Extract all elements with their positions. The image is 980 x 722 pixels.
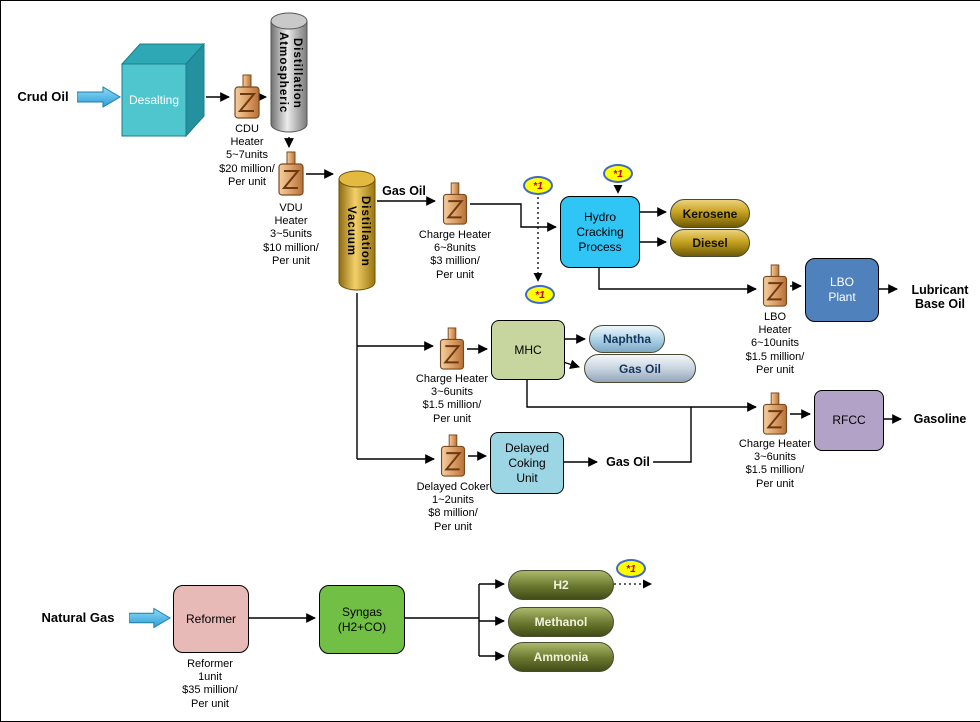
h2-product-pill: H2 [508,570,614,600]
delayed-coking-unit: Delayed Coking Unit [490,432,564,494]
desalting-unit: Desalting [128,93,180,107]
note-badge-3: *1 [525,285,555,304]
charge-heater-hydrocracker-caption: Charge Heater 6~8units $3 million/ Per u… [418,229,492,281]
cdu-heater-icon [232,73,262,121]
charge-heater-mhc-caption: Charge Heater 3~6units $1.5 million/ Per… [415,373,489,425]
atmospheric-distillation-column-icon [270,12,308,133]
gas-oil-product-pill: Gas Oil [584,354,696,383]
charge-heater-rfcc-caption: Charge Heater 3~6units $1.5 million/ Per… [738,438,812,490]
delayed-coker-heater-icon [438,434,468,478]
reformer-unit: Reformer [173,585,249,653]
note-badge-4: *1 [616,559,646,578]
atmospheric-distillation-label: Atmospheric Distillation [277,32,303,114]
diesel-product-pill: Diesel [670,229,750,257]
vdu-heater-caption: VDU Heater 3~5units $10 million/ Per uni… [263,202,319,267]
gasoline-label: Gasoline [913,412,967,426]
reformer-caption: Reformer 1unit $35 million/ Per unit [182,658,238,710]
vdu-heater-icon [276,150,306,198]
ammonia-product-pill: Ammonia [508,642,614,672]
methanol-product-pill: Methanol [508,607,614,637]
gas-oil-feed-label: Gas Oil [382,184,426,198]
charge-heater-hydrocracker-icon [440,182,470,226]
delayed-coker-caption: Delayed Coker 1~2units $8 million/ Per u… [416,481,490,533]
crude-feed-arrow-icon [77,86,121,108]
kerosene-product-pill: Kerosene [670,199,750,228]
lubricant-base-oil-label: Lubricant Base Oil [911,283,969,311]
desalting-cube-icon [121,43,205,137]
charge-heater-mhc-icon [437,327,467,371]
hydro-cracking-unit: Hydro Cracking Process [560,196,640,268]
note-badge-1: *1 [523,176,553,195]
lbo-heater-caption: LBO Heater 6~10units $1.5 million/ Per u… [745,311,805,376]
charge-heater-rfcc-icon [760,392,790,436]
crude-oil-label: Crud Oil [17,89,69,104]
vacuum-distillation-unit: Vacuum Distillation [337,171,377,291]
rfcc-unit: RFCC [814,390,884,451]
naphtha-product-pill: Naphtha [589,325,665,353]
syngas-unit: Syngas (H2+CO) [319,585,405,654]
vacuum-distillation-column-icon [338,170,376,291]
vacuum-distillation-label: Vacuum Distillation [345,195,371,267]
lbo-plant-unit: LBO Plant [805,258,879,322]
lbo-heater-icon [760,264,790,308]
mhc-unit: MHC [491,320,565,380]
natural-gas-label: Natural Gas [41,610,115,625]
gas-oil-product-label: Gas Oil [606,455,650,469]
natural-gas-feed-arrow-icon [129,607,171,629]
note-badge-2: *1 [603,164,633,183]
cdu-heater-caption: CDU Heater 5~7units $20 million/ Per uni… [219,123,275,188]
atmospheric-distillation-unit: Atmospheric Distillation [269,13,309,133]
